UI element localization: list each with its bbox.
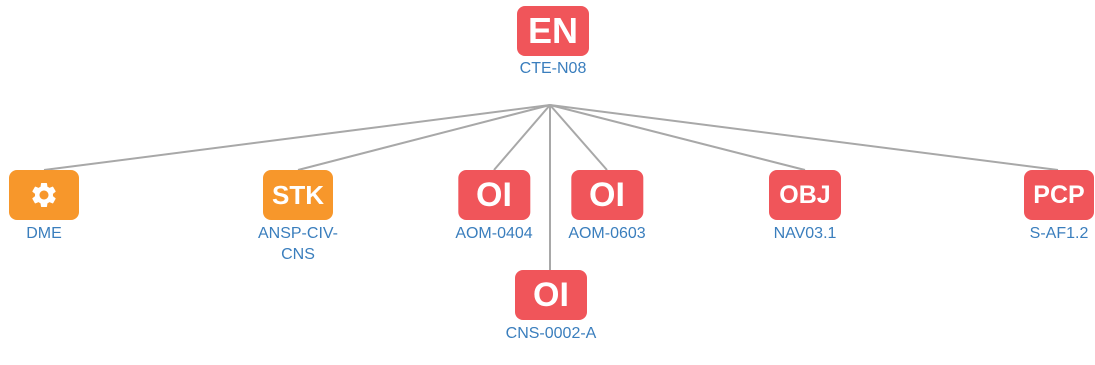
oi-aom-0404-label: AOM-0404 <box>455 225 533 242</box>
root-node[interactable]: EN CTE-N08 <box>517 6 589 79</box>
root-label: CTE-N08 <box>519 60 587 77</box>
dme-badge[interactable] <box>9 170 79 220</box>
node-stk[interactable]: STK ANSP-CIV-CNS <box>248 170 348 265</box>
oi-aom-0404-badge[interactable]: OI <box>458 170 530 220</box>
stk-label: ANSP-CIV-CNS <box>257 225 338 263</box>
obj-badge-text: OBJ <box>779 180 831 209</box>
edge-to-pcp <box>549 104 1059 171</box>
oi-aom-0603-label: AOM-0603 <box>568 225 646 242</box>
oi-cns-0002-a-badge[interactable]: OI <box>515 270 587 320</box>
obj-badge[interactable]: OBJ <box>769 170 841 220</box>
pcp-badge[interactable]: PCP <box>1024 170 1094 220</box>
oi-aom-0603-badge-text: OI <box>589 176 625 214</box>
node-pcp[interactable]: PCP S-AF1.2 <box>1024 170 1094 244</box>
edge-to-dme <box>43 104 551 171</box>
pcp-label: S-AF1.2 <box>1029 225 1089 242</box>
root-badge[interactable]: EN <box>517 6 589 56</box>
node-dme[interactable]: DME <box>9 170 79 244</box>
obj-label: NAV03.1 <box>773 225 837 242</box>
oi-cns-0002-a-badge-text: OI <box>533 276 569 314</box>
root-badge-text: EN <box>527 10 578 51</box>
oi-aom-0404-badge-text: OI <box>476 176 512 214</box>
stk-badge[interactable]: STK <box>263 170 333 220</box>
oi-aom-0603-badge[interactable]: OI <box>571 170 643 220</box>
node-obj[interactable]: OBJ NAV03.1 <box>769 170 841 244</box>
edge-to-oi-aom-0404 <box>493 104 551 171</box>
edge-to-oi-aom-0603 <box>549 104 608 171</box>
edge-to-obj <box>549 104 806 171</box>
oi-cns-0002-a-label: CNS-0002-A <box>505 325 597 342</box>
node-oi-cns-0002-a[interactable]: OI CNS-0002-A <box>503 270 599 344</box>
gear-icon <box>29 180 59 210</box>
node-oi-aom-0404[interactable]: OI AOM-0404 <box>455 170 533 244</box>
dme-label: DME <box>26 225 62 242</box>
node-oi-aom-0603[interactable]: OI AOM-0603 <box>568 170 646 244</box>
pcp-badge-text: PCP <box>1033 180 1085 209</box>
stk-badge-text: STK <box>272 180 324 210</box>
edge-to-stk <box>297 104 551 171</box>
